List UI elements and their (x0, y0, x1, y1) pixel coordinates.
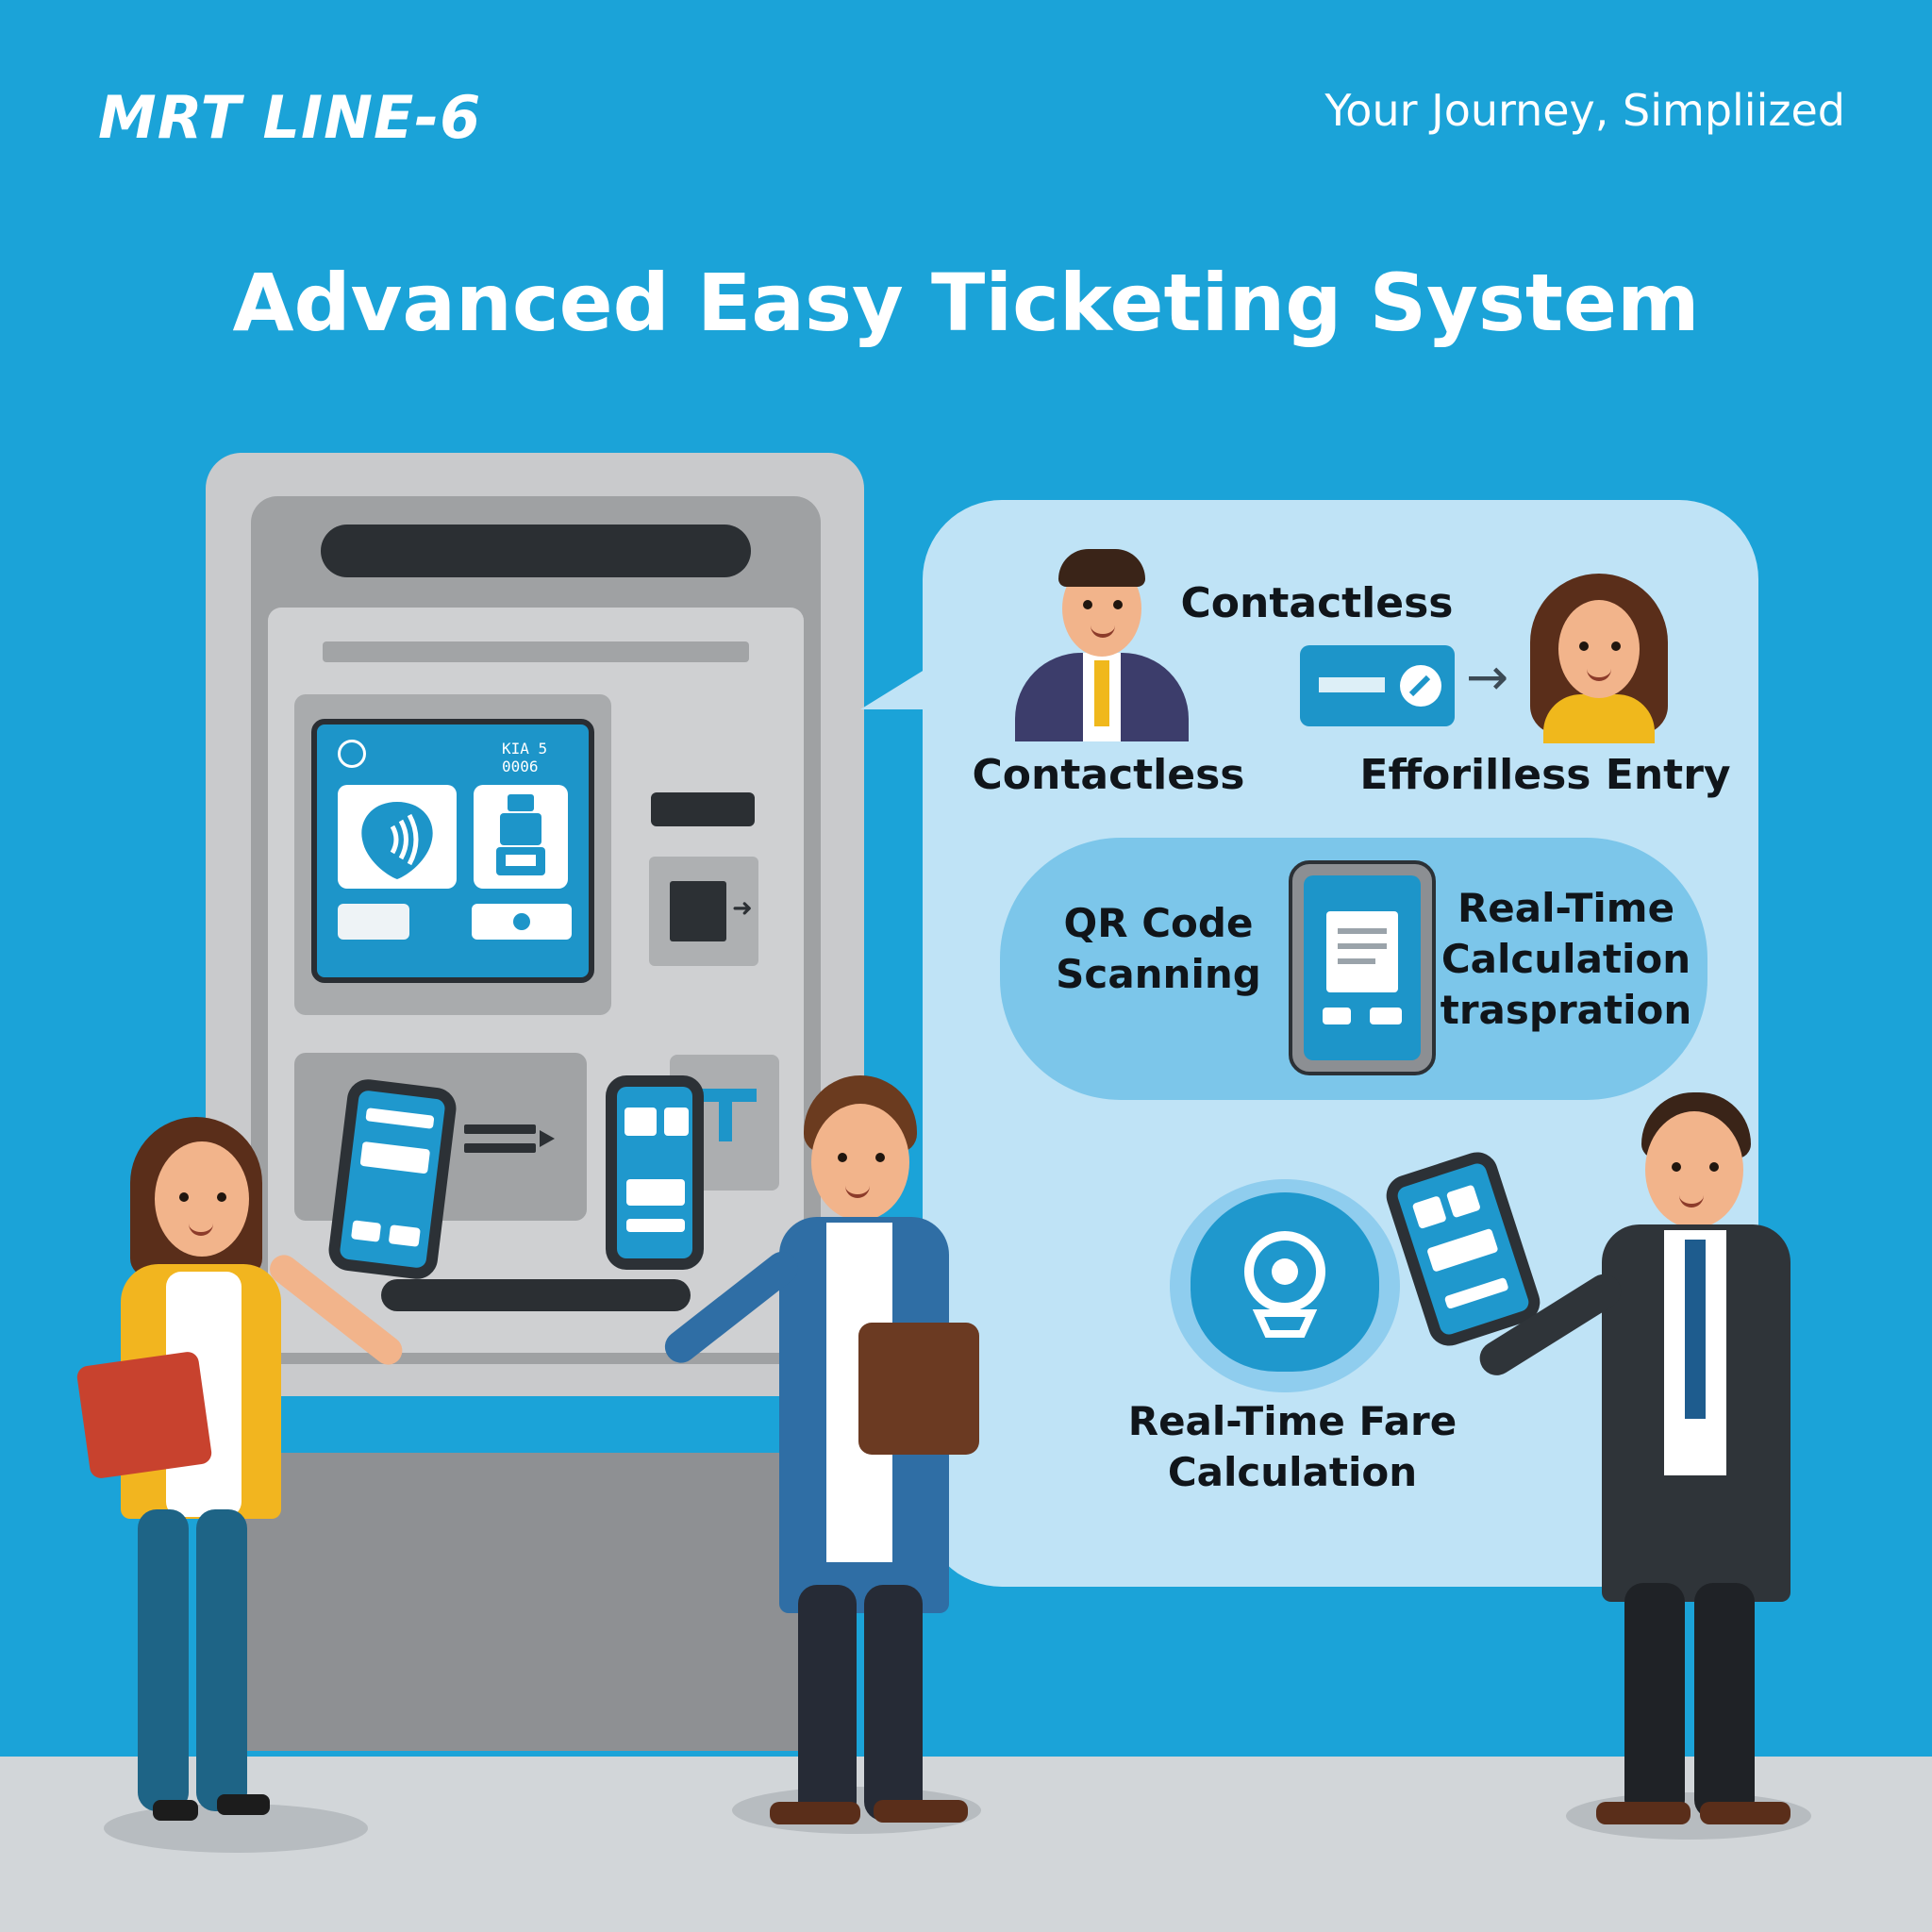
realtime-label-line3: traspration (1440, 987, 1692, 1033)
phone-kiosk-right (606, 1075, 704, 1270)
businessman-passenger (1473, 1092, 1830, 1828)
businessman-avatar (1015, 547, 1189, 741)
insert-arrow-icon: ➜ (732, 894, 753, 923)
screen-confirm-button[interactable] (472, 904, 572, 940)
confirm-icon (513, 913, 530, 930)
man-passenger (658, 1075, 1009, 1824)
ticket-pass-icon (1300, 645, 1455, 726)
fare-label-line2: Calculation (1167, 1449, 1418, 1495)
woman-passenger (75, 1113, 408, 1830)
fare-label-line1: Real-Time Fare (1127, 1398, 1457, 1444)
feature-contactless-label: Contactless (972, 751, 1245, 799)
card-reader[interactable]: ➜ (649, 857, 758, 966)
kiosk-touchscreen[interactable]: KIA 5 0006 (311, 719, 594, 983)
qr-label-line2: Scanning (1056, 951, 1261, 997)
scanner-icon (696, 1089, 757, 1141)
feature-contactless-title: Contactless (1180, 579, 1454, 627)
woman-avatar (1528, 574, 1670, 743)
phone-screen (617, 1087, 692, 1258)
page-title: Advanced Easy Ticketing System (232, 257, 1700, 349)
contactless-option[interactable] (338, 785, 457, 889)
contactless-wave-icon (361, 802, 433, 879)
realtime-label-line2: Calculation (1441, 936, 1691, 982)
qr-phone-icon (1289, 860, 1436, 1075)
screen-back-button[interactable] (338, 904, 409, 940)
camera-sensor-icon (1191, 1192, 1379, 1372)
feature-entry-label: Efforilless Entry (1359, 751, 1731, 799)
scan-arrows-icon (464, 1124, 555, 1153)
card-slot (670, 881, 726, 941)
brand-logo: MRT LINE-6 (98, 83, 482, 152)
kiosk-pedestal (223, 1453, 811, 1751)
kiosk-strip (323, 641, 749, 662)
kiosk-screen-readout: KIA 5 0006 (502, 740, 548, 775)
ticket-machine-icon (496, 794, 545, 875)
kiosk-dispenser (381, 1279, 691, 1311)
qr-phone-screen (1304, 875, 1421, 1060)
realtime-label-line1: Real-Time (1457, 885, 1675, 931)
tagline: Your Journey, Simpliized (1324, 85, 1845, 136)
ticket-option[interactable] (474, 785, 568, 889)
kiosk-card-indicator (651, 792, 755, 826)
sensor-graphic (1244, 1231, 1325, 1338)
mrt-logo-icon (338, 740, 366, 768)
kiosk-ticket-slot (321, 525, 751, 577)
arrow-right-icon: → (1466, 647, 1509, 707)
qr-label-line1: QR Code (1063, 900, 1254, 946)
pass-graphic (1319, 665, 1441, 707)
